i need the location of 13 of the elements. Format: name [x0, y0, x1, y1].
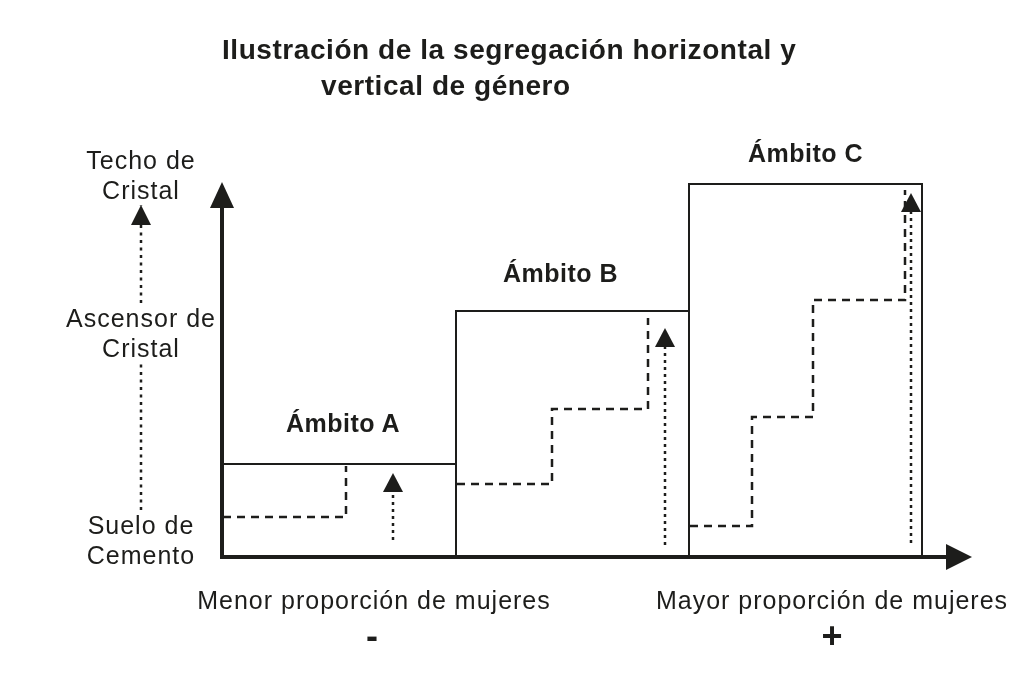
- axis-caption: +: [821, 620, 843, 652]
- dotted-connector: [139, 363, 143, 510]
- axis-caption: Menor proporción de mujeres: [197, 585, 551, 616]
- axis-caption: -: [366, 620, 378, 652]
- dotted-arrow: [131, 205, 151, 303]
- domain-heading: Ámbito B: [502, 258, 619, 288]
- domain-heading: Ámbito A: [285, 408, 401, 438]
- domain-heading: Ámbito C: [747, 138, 864, 168]
- diagram-title: Ilustración de la segregación horizontal y vertical de género: [222, 33, 798, 103]
- level-label: Techo de Cristal: [58, 145, 224, 205]
- level-label: Suelo de Cemento: [58, 510, 224, 570]
- axis-caption: Mayor proporción de mujeres: [655, 585, 1009, 616]
- level-label: Ascensor de Cristal: [58, 303, 224, 363]
